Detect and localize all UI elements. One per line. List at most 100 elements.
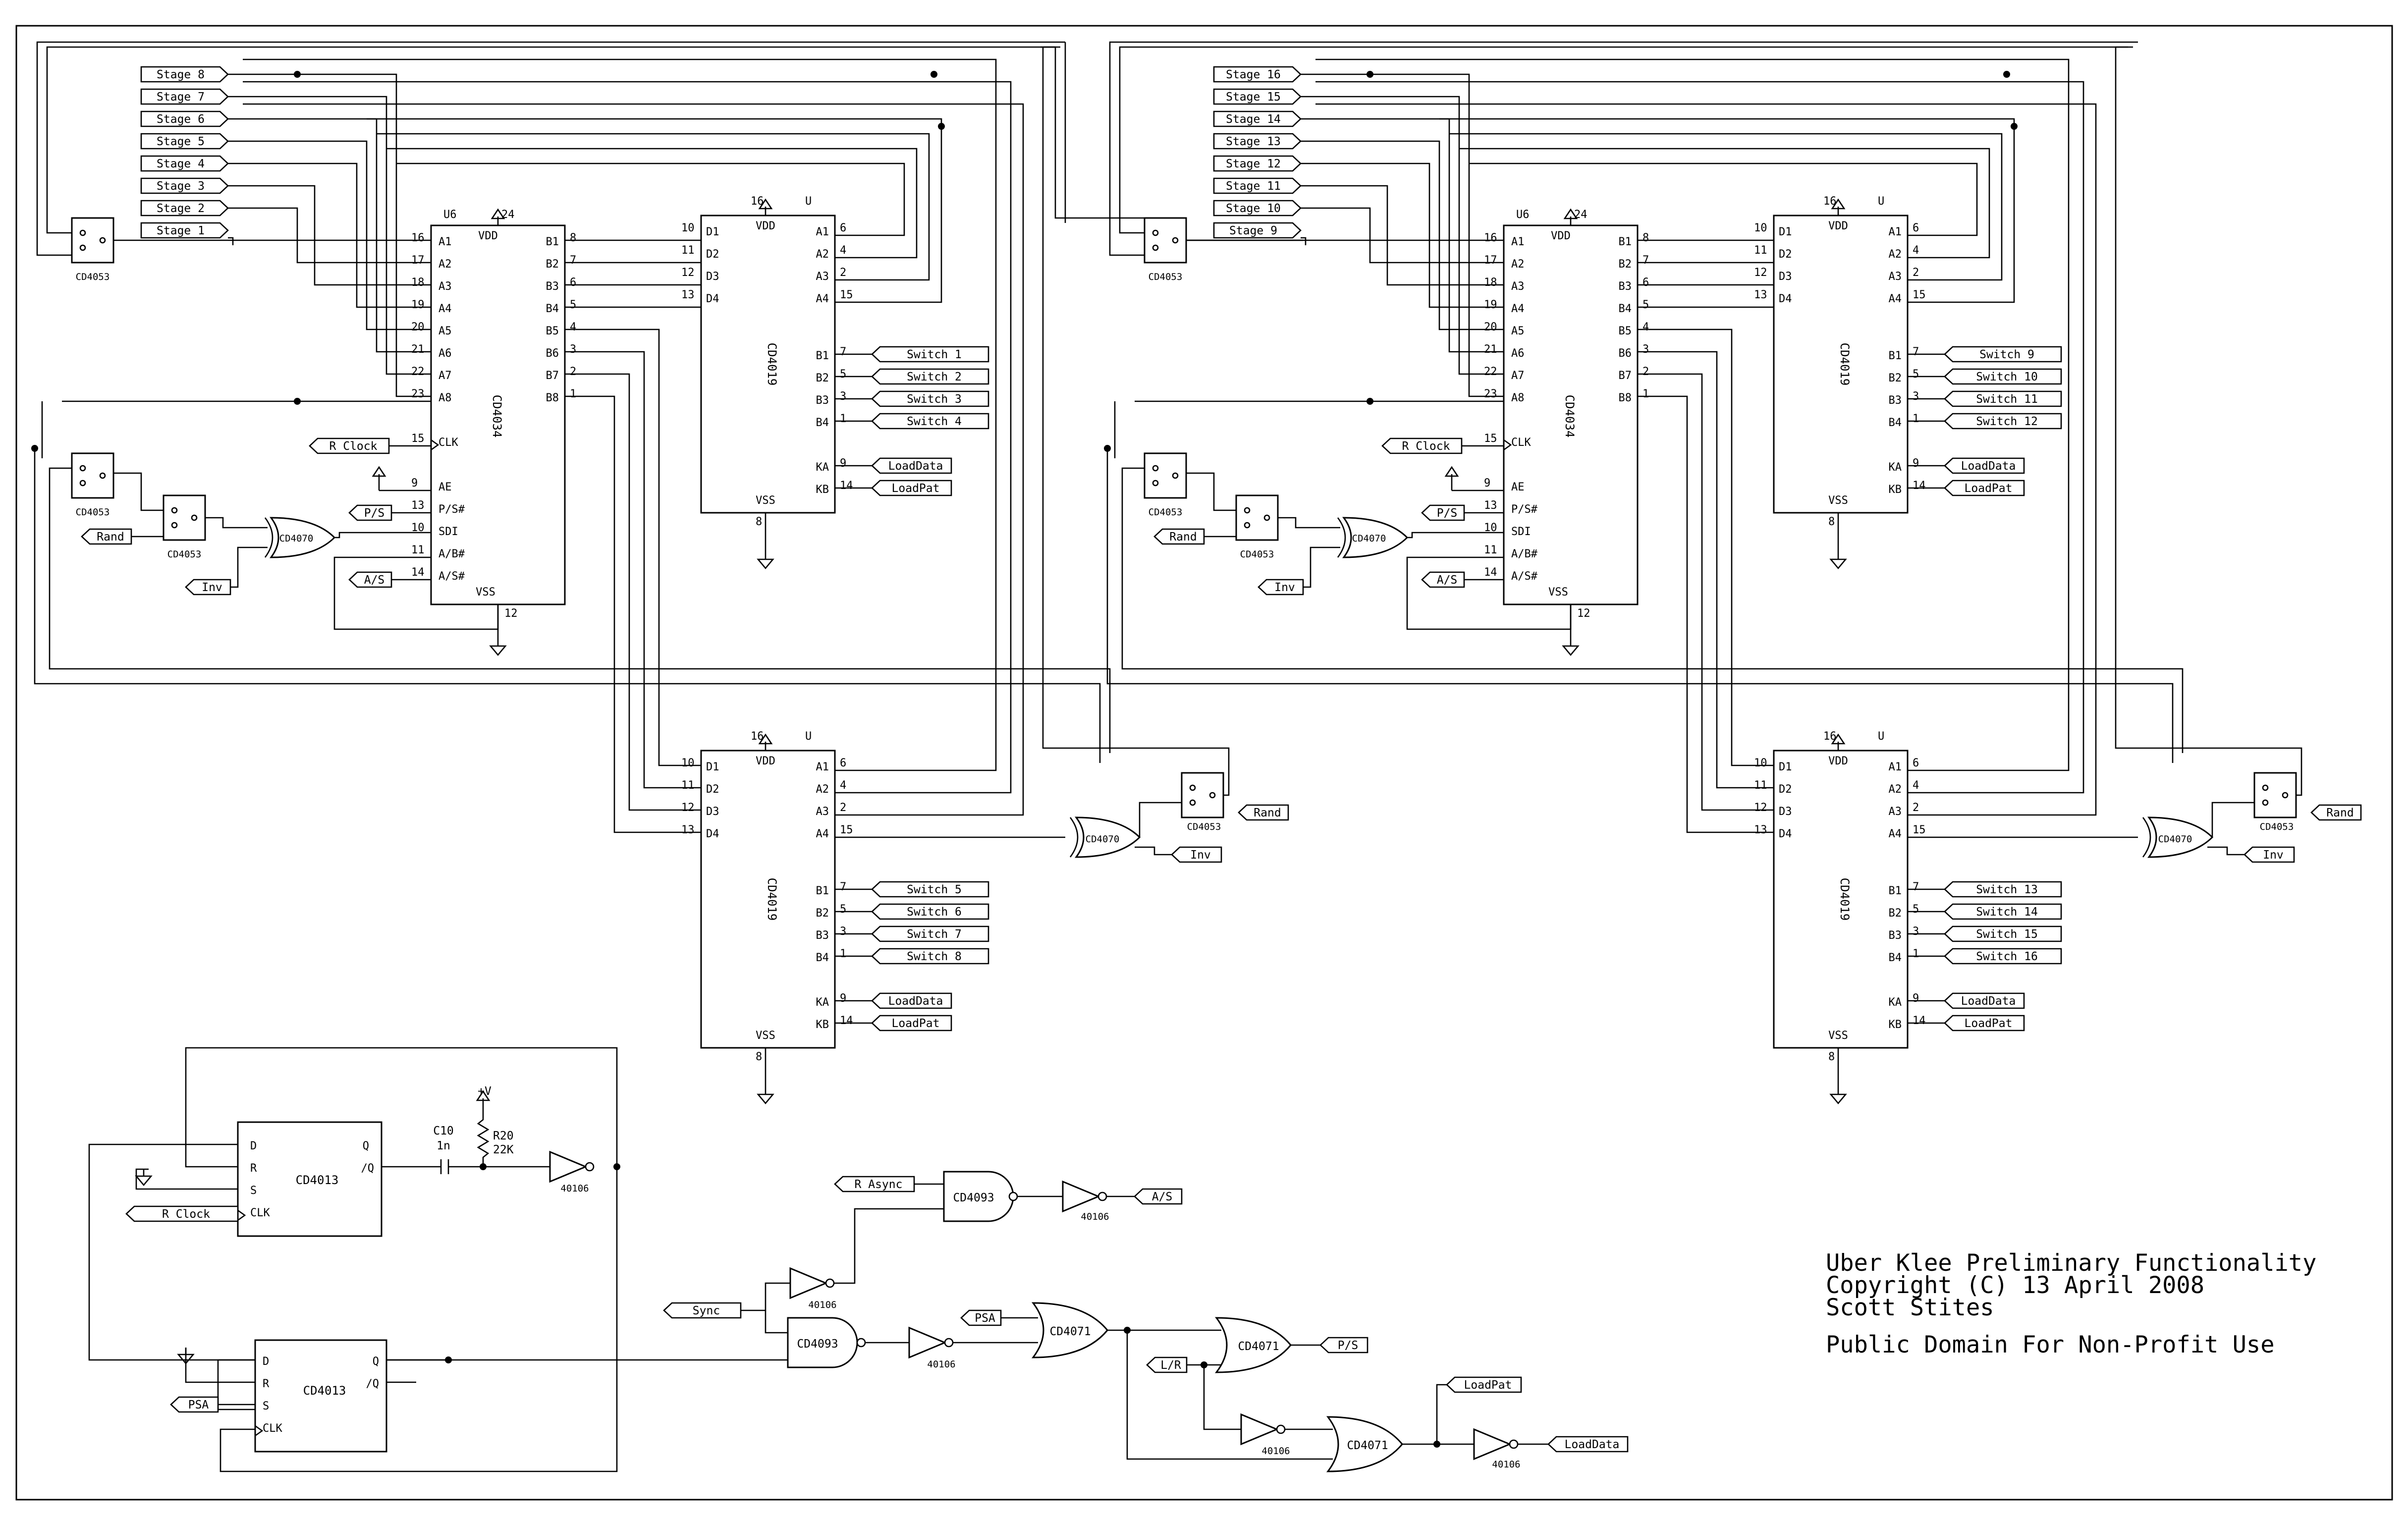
switch-contact	[1263, 514, 1270, 521]
stage-to-a-wire	[228, 73, 431, 397]
stage-to-a-wire	[228, 185, 431, 286]
pin-number: 21	[411, 343, 425, 356]
pin-number: 22	[1484, 366, 1497, 378]
ps-flag	[1421, 504, 1465, 521]
stage-flag	[140, 155, 229, 172]
pin-number: 22	[411, 366, 425, 378]
rand-flag	[1153, 528, 1205, 545]
junction-dot	[31, 445, 38, 452]
pin-number: 7	[1642, 254, 1649, 267]
a-loop-wire	[396, 162, 905, 236]
pin-name: A8	[1511, 392, 1525, 404]
stage-to-a-wire	[228, 162, 431, 308]
pin-name: A3	[1889, 806, 1902, 818]
xor-back-curve	[1069, 817, 1079, 858]
pin-name: B4	[816, 417, 829, 429]
switch-contact	[1152, 229, 1159, 236]
junction-dot	[1201, 1361, 1207, 1368]
switch-flag	[871, 346, 989, 363]
stage-flag	[1213, 177, 1302, 194]
cd4053-switch	[71, 217, 114, 264]
switch-flag-text: Switch 8	[907, 950, 962, 963]
pin-name: A1	[1511, 236, 1525, 248]
pin-name: D2	[1779, 783, 1792, 796]
stage-flag-text: Stage 7	[157, 91, 205, 104]
pin-number: 12	[1754, 802, 1767, 814]
pin-name: CLK	[1511, 436, 1531, 449]
stage-1-wire	[228, 237, 234, 245]
chip-name: CD4034	[490, 395, 504, 438]
pin-number: 17	[411, 254, 425, 267]
cd4071-b	[1214, 1317, 1292, 1373]
pin-name: S	[250, 1185, 257, 1197]
a-bottom-loop-wire	[1315, 81, 2084, 794]
stage-flag	[1213, 222, 1302, 239]
stage-flag	[140, 200, 229, 217]
nand-bubble	[856, 1338, 866, 1348]
stage-flag-text: Stage 5	[157, 135, 205, 148]
pin-number: 10	[1484, 522, 1497, 534]
stage-flag-text: Stage 6	[157, 113, 205, 126]
rand-flag-text: Rand	[97, 531, 124, 543]
switch-contact	[2262, 799, 2269, 806]
xor-out-wire	[1139, 802, 1182, 837]
supply-arrow	[476, 1090, 491, 1107]
load-flag-text: LoadPat	[1965, 482, 2013, 495]
load-flag	[871, 480, 952, 496]
pin-number: 13	[411, 499, 425, 512]
stage-to-a-wire	[228, 96, 431, 375]
pin-number: 12	[1754, 267, 1767, 279]
a-bottom-loop-wire	[1315, 58, 2070, 771]
switch-contact	[1172, 472, 1179, 479]
cd4071-label: CD4071	[1238, 1340, 1279, 1353]
pin-name: Q	[363, 1140, 369, 1152]
load-flag	[871, 992, 952, 1009]
switch-flag-text: Switch 3	[907, 393, 962, 406]
load-flag-text: LoadData	[1961, 460, 2016, 473]
pin-number: 18	[411, 276, 425, 289]
loaddata-flag-text: LoadData	[1565, 1438, 1620, 1451]
loop-wire	[219, 1167, 618, 1472]
pin-name: D3	[706, 271, 719, 283]
stage-to-a-wire	[1301, 207, 1504, 264]
ps-flag-text: P/S	[364, 507, 385, 520]
pin-number: 9	[1913, 457, 1919, 470]
inverter-loaddata	[1473, 1428, 1512, 1461]
cd4013-lower	[254, 1339, 387, 1453]
stage-to-a-wire	[1301, 118, 1504, 353]
stage-to-a-wire	[1301, 185, 1504, 286]
cd4053-label: CD4053	[1240, 549, 1274, 560]
ground-symbol	[135, 1169, 153, 1187]
pin-name: A8	[438, 392, 452, 404]
pin-name: A2	[1511, 258, 1525, 271]
pin-number: 17	[1484, 254, 1497, 267]
stage-flag-text: Stage 14	[1226, 113, 1281, 126]
top-loop-wire	[36, 41, 1065, 256]
a-loop-wire	[386, 148, 918, 259]
inverter-lower	[908, 1326, 947, 1359]
stage-flag	[140, 133, 229, 150]
switch-flag-text: Switch 4	[907, 415, 962, 428]
inverter-label: 40106	[560, 1183, 589, 1194]
pin-name: D4	[706, 828, 719, 840]
stage-to-a-wire	[1301, 73, 1504, 397]
pin-number: 8	[756, 516, 762, 528]
mux-chain-wire	[112, 472, 164, 511]
inverter-bubble	[1097, 1191, 1107, 1201]
pin-number: 20	[1484, 321, 1497, 333]
inverter-label: 40106	[1492, 1459, 1520, 1470]
pin-name: A1	[438, 236, 452, 248]
pin-number: 3	[1913, 925, 1919, 938]
supply-arrow	[1831, 733, 1846, 751]
inverter-lr	[1240, 1413, 1279, 1446]
pin-name: A1	[1889, 226, 1902, 238]
switch-flag-text: Switch 9	[1979, 348, 2034, 361]
pin-number: 7	[840, 346, 846, 358]
pin-name: A7	[438, 370, 452, 382]
switch-flag	[1944, 948, 2062, 965]
stage-flag-text: Stage 16	[1226, 68, 1281, 81]
pin-number: 6	[840, 757, 846, 769]
cd4070-bottom	[2147, 816, 2214, 858]
switch-flag	[871, 881, 989, 898]
pin-number: 16	[1823, 730, 1837, 743]
